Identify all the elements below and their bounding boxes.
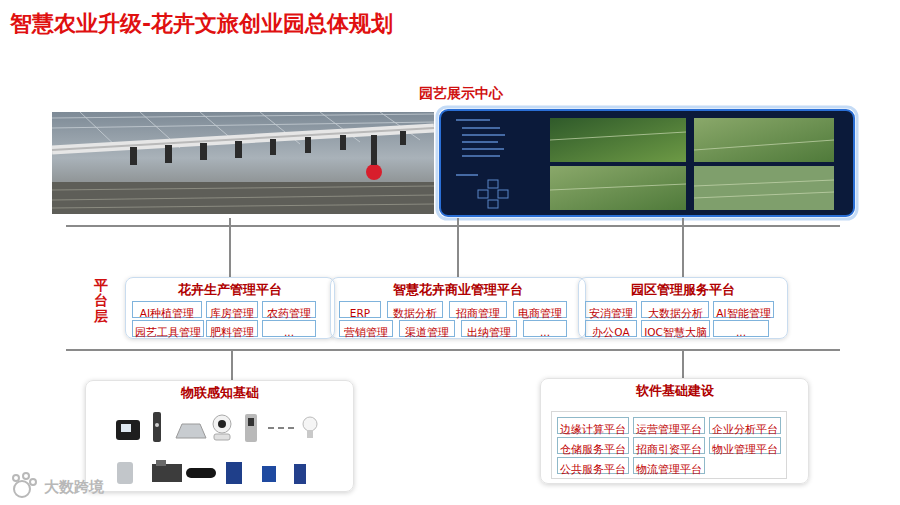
node-text: AI种植管理 xyxy=(140,306,194,321)
node-text: 智慧花卉商业管理平台 xyxy=(331,278,585,299)
module-cell: 出纳管理 xyxy=(461,320,517,337)
platform-box: 园区管理服务平台安消管理大数据分析 AI智能管理办公OA IOC智慧大脑... xyxy=(578,277,788,339)
foundation-box: 软件基础建设边缘计算平台运营管理平台企业分析平台仓储服务平台招商引资平台物业管理… xyxy=(540,378,809,484)
node-text: 办公OA xyxy=(592,325,629,340)
module-cell: 办公OA xyxy=(585,320,637,337)
node-text: 肥料管理 xyxy=(210,325,254,340)
node-text: AI智能管理 xyxy=(716,306,770,321)
device-icons xyxy=(116,412,317,484)
connector-line xyxy=(229,218,231,277)
node-text: 企业分析平台 xyxy=(712,422,778,437)
node-text: 花卉生产管理平台 xyxy=(126,278,334,299)
node-text: 物业管理平台 xyxy=(712,442,778,457)
node-text: ... xyxy=(284,325,294,340)
platform-cell: 边缘计算平台 xyxy=(557,417,629,434)
diagram-title: 智慧农业升级-花卉文旅创业园总体规划 xyxy=(10,9,393,39)
module-cell: 大数据分析 xyxy=(641,301,709,318)
node-text: 农药管理 xyxy=(267,306,311,321)
module-cell: 肥料管理 xyxy=(206,320,258,337)
node-text: 出纳管理 xyxy=(467,325,511,340)
node-text: ERP xyxy=(350,306,370,321)
node-text: 公共服务平台 xyxy=(560,462,626,477)
platform-box: 智慧花卉商业管理平台 ERP 数据分析 招商管理 电商管理营销管理 渠道管理 出纳管理... xyxy=(330,277,586,339)
module-cell: ERP xyxy=(339,301,381,318)
module-cell: ... xyxy=(713,320,769,337)
node-text: 大数据分析 xyxy=(648,306,703,321)
node-text: 营销管理 xyxy=(344,325,388,340)
module-cell: 库房管理 xyxy=(206,301,258,318)
node-text: 渠道管理 xyxy=(405,325,449,340)
node-text: 招商管理 xyxy=(456,306,500,321)
module-cell: 园艺工具管理 xyxy=(132,320,204,337)
node-text: 仓储服务平台 xyxy=(560,442,626,457)
platform-box: 花卉生产管理平台 AI种植管理 库房管理农药管理园艺工具管理肥料管理... xyxy=(125,277,335,339)
node-text: 物流管理平台 xyxy=(636,462,702,477)
platform-cell: 物业管理平台 xyxy=(709,437,781,454)
node-text: 库房管理 xyxy=(210,306,254,321)
module-cell: ... xyxy=(262,320,316,337)
platform-cell: 企业分析平台 xyxy=(709,417,781,434)
platform-cell: 公共服务平台 xyxy=(557,457,629,474)
watermark-icon xyxy=(13,473,36,497)
node-text: 运营管理平台 xyxy=(636,422,702,437)
node-text: 软件基础建设 xyxy=(541,379,808,400)
monitor-screen xyxy=(437,107,857,219)
divider-lines xyxy=(66,226,840,380)
module-cell: 数据分析 xyxy=(387,301,443,318)
connector-line xyxy=(457,218,459,277)
display-band: 园艺展示中心 xyxy=(50,84,871,218)
layer-label: 平台层 xyxy=(94,278,108,324)
node-text: 电商管理 xyxy=(518,306,562,321)
module-cell: 电商管理 xyxy=(513,301,567,318)
node-text: 园艺展示中心 xyxy=(50,84,871,103)
module-cell: ... xyxy=(523,320,567,337)
node-text: 园艺工具管理 xyxy=(135,325,201,340)
node-text: IOC智慧大脑 xyxy=(644,325,707,340)
foundation-box: 物联感知基础 xyxy=(85,380,354,492)
node-text: 数据分析 xyxy=(393,306,437,321)
node-text: ... xyxy=(736,325,746,340)
module-cell: AI种植管理 xyxy=(132,301,202,318)
platform-cell: 仓储服务平台 xyxy=(557,437,629,454)
node-text: 安消管理 xyxy=(589,306,633,321)
module-cell: 渠道管理 xyxy=(399,320,455,337)
module-cell: AI智能管理 xyxy=(713,301,774,318)
platform-cell: 物流管理平台 xyxy=(633,457,705,474)
node-text: 物联感知基础 xyxy=(86,381,353,402)
module-cell: 招商管理 xyxy=(449,301,507,318)
connector-line xyxy=(682,218,684,277)
module-cell: 农药管理 xyxy=(262,301,316,318)
node-text: 招商引资平台 xyxy=(636,442,702,457)
watermark: 大数跨境 xyxy=(44,478,104,497)
platform-cell: 运营管理平台 xyxy=(633,417,705,434)
node-text: 边缘计算平台 xyxy=(560,422,626,437)
platform-cell: 招商引资平台 xyxy=(633,437,705,454)
node-text: 园区管理服务平台 xyxy=(579,278,787,299)
module-cell: IOC智慧大脑 xyxy=(641,320,710,337)
module-cell: 安消管理 xyxy=(585,301,637,318)
greenhouse-photo xyxy=(52,112,434,214)
module-cell: 营销管理 xyxy=(339,320,393,337)
node-text: ... xyxy=(540,325,550,340)
